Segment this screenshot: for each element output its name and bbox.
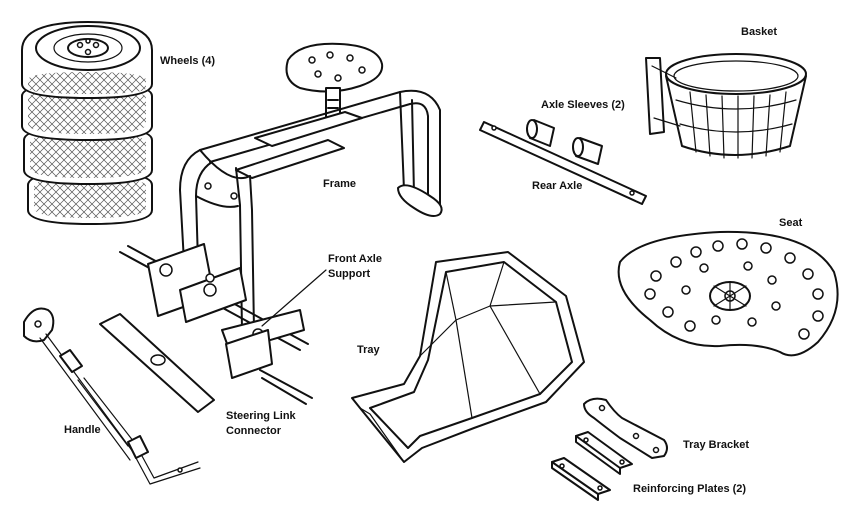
tray-illustration bbox=[351, 251, 585, 463]
handle-illustration bbox=[23, 307, 201, 485]
reinforcing-plates-illustration bbox=[551, 431, 633, 501]
rear-axle-illustration bbox=[479, 121, 647, 205]
label-front-axle-support-1: Front Axle bbox=[328, 253, 382, 265]
leader-front-axle-support bbox=[261, 269, 327, 327]
label-frame: Frame bbox=[323, 178, 356, 190]
label-basket: Basket bbox=[741, 26, 777, 38]
wheels-illustration bbox=[21, 21, 153, 225]
axle-sleeves-illustration bbox=[526, 119, 603, 165]
basket-illustration bbox=[645, 53, 807, 159]
steering-link-connector-illustration bbox=[99, 313, 215, 413]
label-handle: Handle bbox=[64, 424, 101, 436]
label-reinforcing-plates: Reinforcing Plates (2) bbox=[633, 483, 746, 495]
frame-illustration bbox=[179, 89, 443, 331]
label-axle-sleeves: Axle Sleeves (2) bbox=[541, 99, 625, 111]
label-tray: Tray bbox=[357, 344, 381, 356]
label-tray-bracket: Tray Bracket bbox=[683, 439, 749, 451]
label-front-axle-support-2: Support bbox=[328, 268, 370, 280]
label-seat: Seat bbox=[779, 217, 803, 229]
seat-post-illustration bbox=[285, 42, 384, 119]
label-steering-link-2: Connector bbox=[226, 425, 282, 437]
tray-bracket-illustration bbox=[583, 397, 668, 459]
front-axle-support-illustration bbox=[119, 243, 313, 405]
label-steering-link-1: Steering Link bbox=[226, 410, 297, 422]
label-wheels: Wheels (4) bbox=[160, 55, 215, 67]
seat-illustration bbox=[617, 230, 839, 357]
label-rear-axle: Rear Axle bbox=[532, 180, 582, 192]
